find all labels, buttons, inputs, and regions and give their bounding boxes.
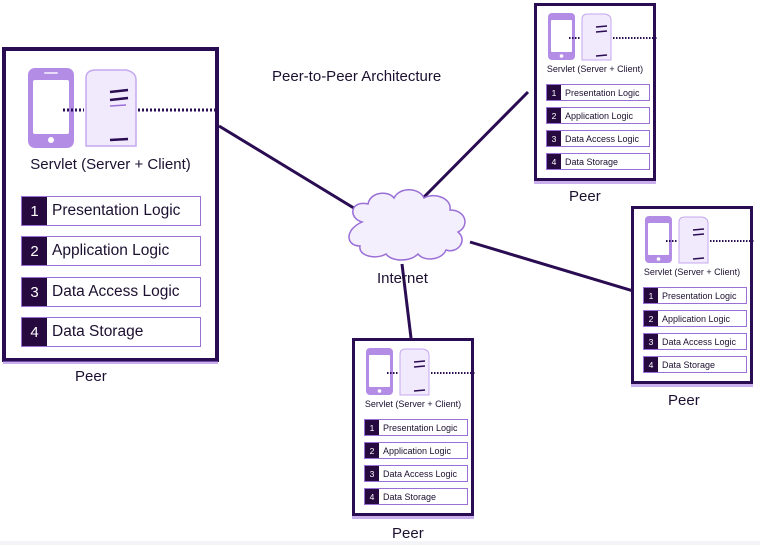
layer-number: 1	[547, 85, 561, 100]
layer-data-access: 3 Data Access Logic	[546, 130, 650, 147]
layer-application: 2 Application Logic	[546, 107, 650, 124]
layer-label: Presentation Logic	[565, 87, 640, 98]
server-icon	[85, 69, 137, 147]
layer-application: 2 Application Logic	[364, 442, 468, 459]
server-icon	[581, 13, 612, 61]
layer-label: Data Access Logic	[52, 283, 180, 300]
link-bottom-to-internet	[400, 263, 413, 339]
diagram-title: Peer-to-Peer Architecture	[272, 68, 442, 85]
layer-presentation: 1 Presentation Logic	[364, 419, 468, 436]
bottom-strip	[0, 541, 760, 545]
layer-application: 2 Application Logic	[643, 310, 747, 327]
peer-left: Servlet (Server + Client) 1 Presentation…	[2, 47, 219, 364]
layer-number: 2	[547, 108, 561, 123]
layer-label: Data Access Logic	[383, 468, 458, 479]
layer-number: 2	[365, 443, 379, 458]
layer-number: 3	[22, 278, 47, 306]
peer-top-right: Servlet (Server + Client) 1 Presentation…	[534, 3, 657, 184]
peer-caption: Peer	[569, 188, 601, 205]
layer-label: Presentation Logic	[52, 202, 181, 219]
layer-number: 4	[22, 318, 47, 346]
layer-label: Data Storage	[565, 156, 619, 167]
servlet-devices-icon	[28, 68, 216, 148]
layer-number: 3	[644, 334, 658, 349]
layer-label: Application Logic	[383, 445, 452, 456]
layer-presentation: 1 Presentation Logic	[643, 287, 747, 304]
layer-label: Application Logic	[662, 313, 731, 324]
peer-caption: Peer	[75, 368, 107, 385]
peer-right: Servlet (Server + Client) 1 Presentation…	[631, 206, 754, 387]
layer-data-access: 3 Data Access Logic	[643, 333, 747, 350]
layer-label: Presentation Logic	[383, 422, 458, 433]
layer-label: Data Storage	[662, 359, 716, 370]
layer-application: 2 Application Logic	[21, 236, 201, 266]
server-icon	[399, 348, 430, 396]
layer-label: Application Logic	[565, 110, 634, 121]
layer-presentation: 1 Presentation Logic	[546, 84, 650, 101]
server-icon	[678, 216, 709, 264]
layer-number: 4	[365, 489, 379, 504]
layer-number: 4	[547, 154, 561, 169]
layer-label: Application Logic	[52, 242, 170, 259]
servlet-devices-icon	[645, 216, 754, 264]
servlet-devices-icon	[366, 348, 475, 396]
internet-label: Internet	[377, 270, 428, 287]
peer-caption: Peer	[668, 392, 700, 409]
layer-presentation: 1 Presentation Logic	[21, 196, 201, 226]
layer-number: 3	[365, 466, 379, 481]
layer-data-storage: 4 Data Storage	[364, 488, 468, 505]
layer-data-storage: 4 Data Storage	[21, 317, 201, 347]
layer-number: 1	[644, 288, 658, 303]
peer-bottom: Servlet (Server + Client) 1 Presentation…	[352, 338, 475, 519]
servlet-devices-icon	[548, 13, 657, 61]
layer-data-access: 3 Data Access Logic	[364, 465, 468, 482]
link-left-to-internet	[218, 124, 363, 215]
layer-label: Data Access Logic	[662, 336, 737, 347]
layer-number: 3	[547, 131, 561, 146]
layer-number: 2	[22, 237, 47, 265]
servlet-label: Servlet (Server + Client)	[643, 267, 741, 277]
link-topright-to-internet	[422, 90, 530, 199]
link-right-to-internet	[469, 240, 641, 295]
layer-data-storage: 4 Data Storage	[643, 356, 747, 373]
layer-number: 4	[644, 357, 658, 372]
layer-number: 1	[365, 420, 379, 435]
servlet-label: Servlet (Server + Client)	[364, 399, 462, 409]
layer-label: Data Storage	[383, 491, 437, 502]
peer-caption: Peer	[392, 525, 424, 542]
layer-data-access: 3 Data Access Logic	[21, 277, 201, 307]
internet-cloud-icon	[348, 189, 466, 261]
layer-label: Data Storage	[52, 323, 144, 340]
layer-label: Presentation Logic	[662, 290, 737, 301]
layer-data-storage: 4 Data Storage	[546, 153, 650, 170]
layer-number: 1	[22, 197, 47, 225]
layer-number: 2	[644, 311, 658, 326]
servlet-label: Servlet (Server + Client)	[546, 64, 644, 74]
layer-label: Data Access Logic	[565, 133, 640, 144]
servlet-label: Servlet (Server + Client)	[30, 156, 191, 173]
